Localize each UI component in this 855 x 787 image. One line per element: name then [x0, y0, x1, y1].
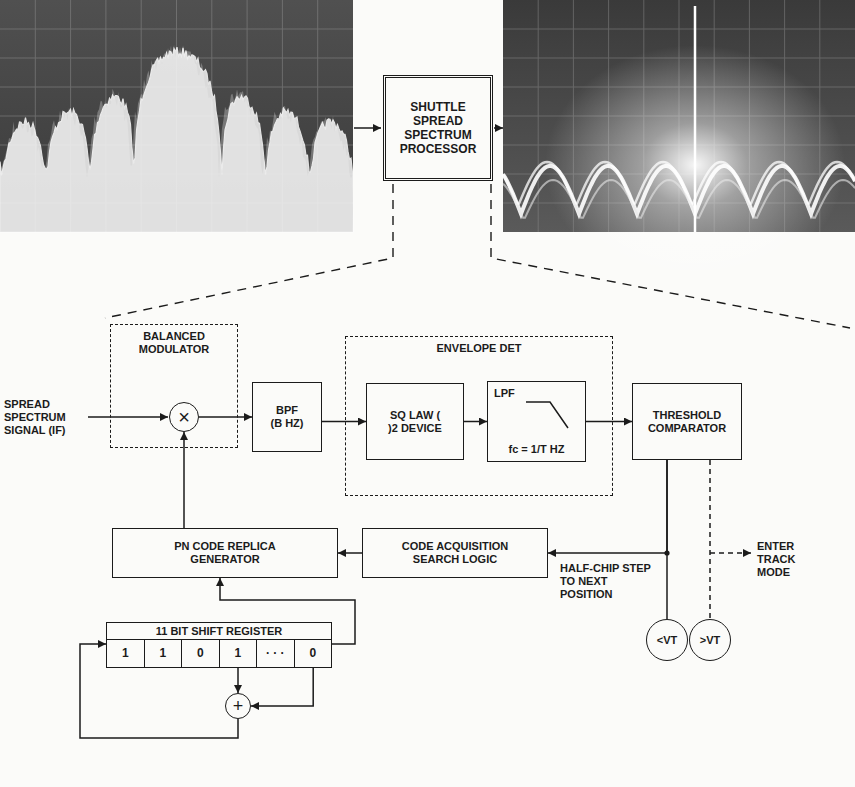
- multiplier-symbol: ×: [169, 402, 199, 432]
- register-cells: 1101· · ·0: [107, 640, 331, 667]
- signal-connector: [237, 668, 239, 693]
- box-label: THRESHOLD COMPARATOR: [639, 409, 735, 435]
- shift-register: 11 BIT SHIFT REGISTER1101· · ·0: [106, 622, 332, 668]
- process-box: PN CODE REPLICA GENERATOR: [112, 528, 338, 578]
- register-bit: · · ·: [256, 640, 294, 667]
- dashed-leader: [491, 184, 850, 328]
- signal-label: HALF-CHIP STEP TO NEXT POSITION: [560, 562, 656, 601]
- detector-group: ENVELOPE DET SQ LAW ( )2 DEVICE LPF fc = 1/…: [345, 336, 613, 496]
- symbol-label: <VT: [657, 634, 677, 647]
- spectrum-trace: [0, 47, 353, 232]
- input-arrow: [88, 416, 168, 418]
- signal-connector: [199, 416, 252, 418]
- process-box: CODE ACQUISITION SEARCH LOGIC: [362, 528, 548, 578]
- despread-trace: [503, 180, 855, 218]
- symbol-label: +: [233, 696, 244, 717]
- group-title: BALANCED MODULATOR: [124, 330, 224, 356]
- box-label: PN CODE REPLICA GENERATOR: [155, 540, 295, 566]
- threshold-state: <VT: [646, 619, 688, 661]
- register-bit: 1: [144, 640, 182, 667]
- track-mode-arrow: [710, 552, 751, 554]
- signal-connector: [322, 421, 366, 423]
- symbol-label: ×: [178, 406, 190, 429]
- signal-connector: [548, 460, 667, 553]
- carrier-spike: [694, 6, 697, 232]
- signal-connector: [338, 552, 362, 554]
- processor-box: SHUTTLE SPREAD SPECTRUM PROCESSOR: [383, 75, 493, 181]
- grid-line: [0, 29, 353, 30]
- process-box: THRESHOLD COMPARATOR: [632, 383, 742, 460]
- box-label: LPF: [494, 387, 515, 400]
- signal-connector: [709, 460, 711, 619]
- box-label: SHUTTLE SPREAD SPECTRUM PROCESSOR: [390, 100, 486, 156]
- signal-connector: [586, 421, 632, 423]
- signal-label: ENTER TRACK MODE: [757, 540, 817, 579]
- box-label: BPF: [276, 404, 298, 417]
- register-title: 11 BIT SHIFT REGISTER: [107, 623, 331, 640]
- spectrum-photo-right: [503, 0, 855, 285]
- register-bit: 1: [219, 640, 257, 667]
- group-title: ENVELOPE DET: [437, 342, 522, 355]
- signal-connector: [183, 432, 185, 528]
- scope-grid: [0, 0, 353, 232]
- signal-connector: [464, 421, 487, 423]
- box-label: CODE ACQUISITION SEARCH LOGIC: [385, 540, 525, 566]
- box-label: (B HZ): [271, 417, 304, 430]
- signal-connector: [251, 668, 313, 706]
- expansion-lines: [105, 184, 850, 328]
- box-label: SQ LAW ( )2 DEVICE: [385, 409, 445, 435]
- spectrum-trace: [0, 44, 353, 232]
- dashed-leader: [105, 184, 393, 318]
- signal-label: SPREAD SPECTRUM SIGNAL (IF): [4, 398, 76, 437]
- modulator-group: BALANCED MODULATOR ×: [110, 324, 238, 448]
- signal-arrow: [354, 127, 381, 129]
- filter-box: LPF fc = 1/T HZ: [487, 381, 586, 462]
- symbol-label: >VT: [700, 634, 720, 647]
- signal-connector: [666, 460, 668, 619]
- signal-connector: [80, 644, 238, 738]
- filter-box: BPF(B HZ): [252, 382, 322, 452]
- process-box: SQ LAW ( )2 DEVICE: [366, 383, 464, 460]
- register-bit: 0: [294, 640, 332, 667]
- spectrum-photo-left: [0, 0, 353, 232]
- lowpass-symbol: [526, 402, 568, 428]
- cutoff-label: fc = 1/T HZ: [509, 443, 565, 456]
- photo-ground: [0, 0, 353, 232]
- threshold-state: >VT: [689, 619, 731, 661]
- register-bit: 1: [107, 640, 144, 667]
- signal-arrow: [494, 127, 503, 129]
- register-bit: 0: [181, 640, 219, 667]
- grid-line: [503, 29, 855, 30]
- xor-symbol: +: [225, 693, 251, 719]
